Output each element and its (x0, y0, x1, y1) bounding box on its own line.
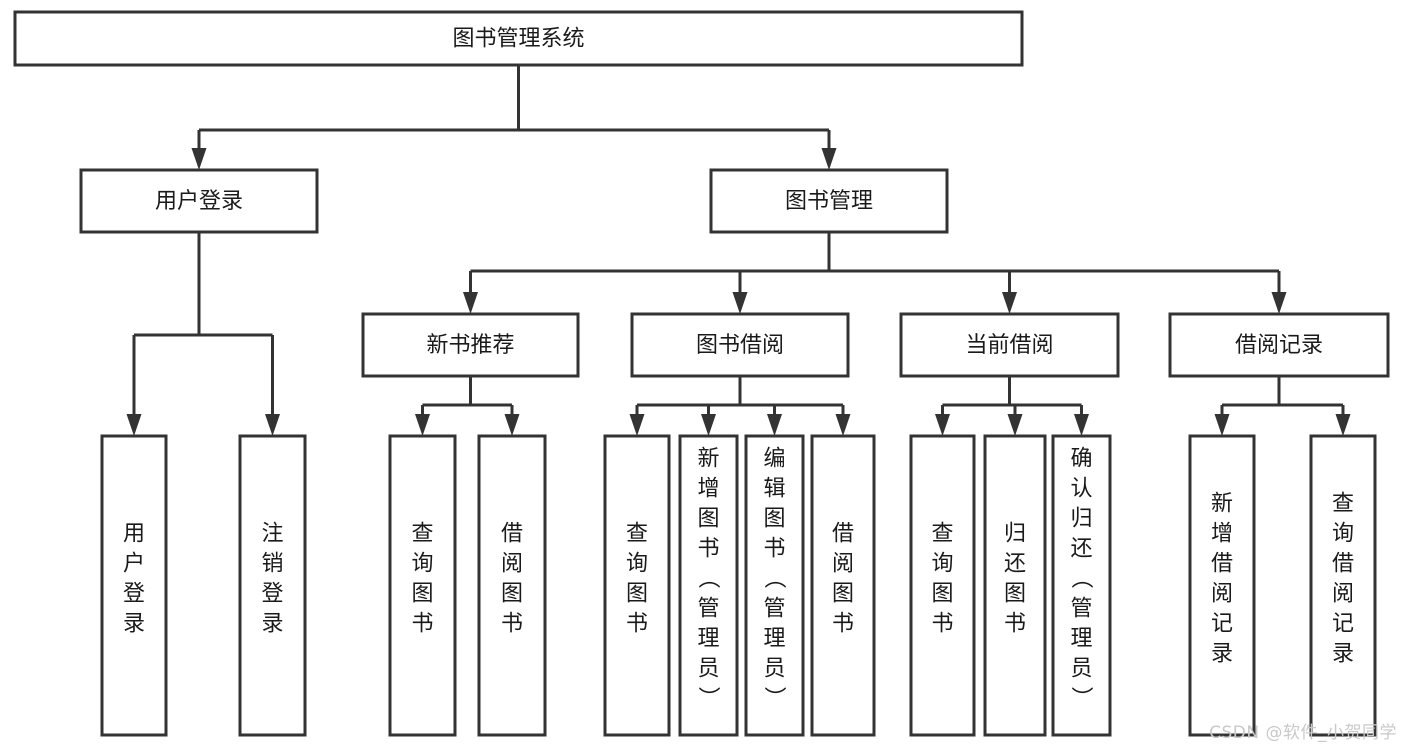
edge-group-borrow-record (1214, 376, 1351, 436)
arrow-head-icon (629, 414, 645, 436)
arrow-head-icon (463, 292, 478, 314)
node-label: 查询借阅记录 (1332, 492, 1354, 667)
node-label: 新增借阅记录 (1211, 492, 1233, 667)
node-box[interactable] (744, 434, 805, 737)
node-box[interactable] (1051, 434, 1112, 737)
node-box[interactable] (13, 10, 1024, 67)
arrow-head-icon (1002, 292, 1017, 314)
node-leaf-add-record[interactable]: 新增借阅记录 (1188, 434, 1256, 737)
arrow-head-icon (1335, 414, 1351, 436)
node-leaf-query-book-1[interactable]: 查询图书 (388, 434, 457, 737)
node-leaf-query-book-2[interactable]: 查询图书 (603, 434, 671, 737)
node-label: 借阅图书 (501, 522, 523, 637)
node-box[interactable] (388, 434, 457, 737)
arrow-head-icon (1214, 414, 1230, 436)
arrow-head-icon (1271, 292, 1287, 314)
node-borrow-record[interactable]: 借阅记录 (1168, 312, 1390, 378)
node-leaf-query-book-3[interactable]: 查询图书 (909, 434, 976, 737)
edge-group-book-manage (463, 232, 1287, 314)
node-label: 查询图书 (931, 522, 953, 637)
node-book-manage[interactable]: 图书管理 (709, 168, 949, 234)
node-label: 新增图书（管理员） (697, 447, 720, 712)
arrow-head-icon (265, 414, 280, 436)
node-book-borrow[interactable]: 图书借阅 (630, 312, 850, 378)
node-label: 借阅图书 (832, 522, 854, 637)
csdn-watermark: CSDN @软件_小贺同学 (1209, 723, 1397, 743)
node-box[interactable] (1309, 434, 1377, 737)
node-box[interactable] (603, 434, 671, 737)
arrow-head-icon (767, 414, 782, 436)
node-box[interactable] (79, 168, 319, 234)
node-box[interactable] (100, 434, 168, 737)
node-leaf-query-record[interactable]: 查询借阅记录 (1309, 434, 1377, 737)
edge-group-new-book-rec (415, 376, 520, 436)
arrow-head-icon (415, 414, 430, 436)
node-leaf-borrow-book-1[interactable]: 借阅图书 (477, 434, 547, 737)
node-label: 新书推荐 (426, 333, 514, 358)
node-label: 图书借阅 (696, 333, 784, 358)
edges-layer (126, 65, 1351, 436)
arrow-head-icon (732, 292, 748, 314)
node-label: 归还图书 (1004, 522, 1026, 637)
edge-group-book-borrow (629, 376, 851, 436)
arrow-head-icon (504, 414, 520, 436)
node-label: 当前借阅 (965, 333, 1053, 358)
node-box[interactable] (810, 434, 876, 737)
node-new-book-rec[interactable]: 新书推荐 (361, 312, 580, 378)
node-label: 查询图书 (626, 522, 648, 637)
node-box[interactable] (983, 434, 1047, 737)
arrow-head-icon (126, 414, 142, 436)
arrow-head-icon (821, 148, 837, 170)
node-leaf-add-book[interactable]: 新增图书（管理员） (678, 434, 739, 737)
edge-group-root (191, 65, 837, 170)
node-leaf-confirm-return[interactable]: 确认归还（管理员） (1051, 434, 1112, 737)
node-box[interactable] (709, 168, 949, 234)
arrow-head-icon (1074, 414, 1089, 436)
node-leaf-edit-book[interactable]: 编辑图书（管理员） (744, 434, 805, 737)
node-root[interactable]: 图书管理系统 (13, 10, 1024, 67)
node-leaf-return-book[interactable]: 归还图书 (983, 434, 1047, 737)
node-label: 图书管理系统 (452, 27, 584, 52)
arrow-head-icon (935, 414, 950, 436)
node-label: 借阅记录 (1235, 333, 1323, 358)
arrow-head-icon (1007, 414, 1023, 436)
node-box[interactable] (361, 312, 580, 378)
node-label: 确认归还（管理员） (1070, 447, 1093, 712)
node-box[interactable] (1168, 312, 1390, 378)
node-box[interactable] (477, 434, 547, 737)
node-label: 用户登录 (155, 189, 243, 214)
node-label: 查询图书 (411, 522, 433, 637)
node-label: 用户登录 (123, 522, 145, 637)
node-box[interactable] (909, 434, 976, 737)
node-current-borrow[interactable]: 当前借阅 (899, 312, 1120, 378)
node-box[interactable] (238, 434, 307, 737)
arrow-head-icon (191, 148, 207, 170)
node-leaf-logout[interactable]: 注销登录 (238, 434, 307, 737)
node-box[interactable] (899, 312, 1120, 378)
arrow-head-icon (701, 414, 716, 436)
node-leaf-user-login[interactable]: 用户登录 (100, 434, 168, 737)
node-box[interactable] (1188, 434, 1256, 737)
node-box[interactable] (630, 312, 850, 378)
edge-group-user-login (126, 232, 280, 436)
node-label: 图书管理 (785, 189, 873, 214)
node-leaf-borrow-book-2[interactable]: 借阅图书 (810, 434, 876, 737)
node-user-login[interactable]: 用户登录 (79, 168, 319, 234)
arrow-head-icon (835, 414, 851, 436)
node-label: 编辑图书（管理员） (763, 447, 786, 712)
node-box[interactable] (678, 434, 739, 737)
node-label: 注销登录 (261, 522, 283, 637)
edge-group-current-borrow (935, 376, 1089, 436)
nodes-layer: 图书管理系统用户登录图书管理新书推荐图书借阅当前借阅借阅记录用户登录注销登录查询… (13, 10, 1390, 737)
